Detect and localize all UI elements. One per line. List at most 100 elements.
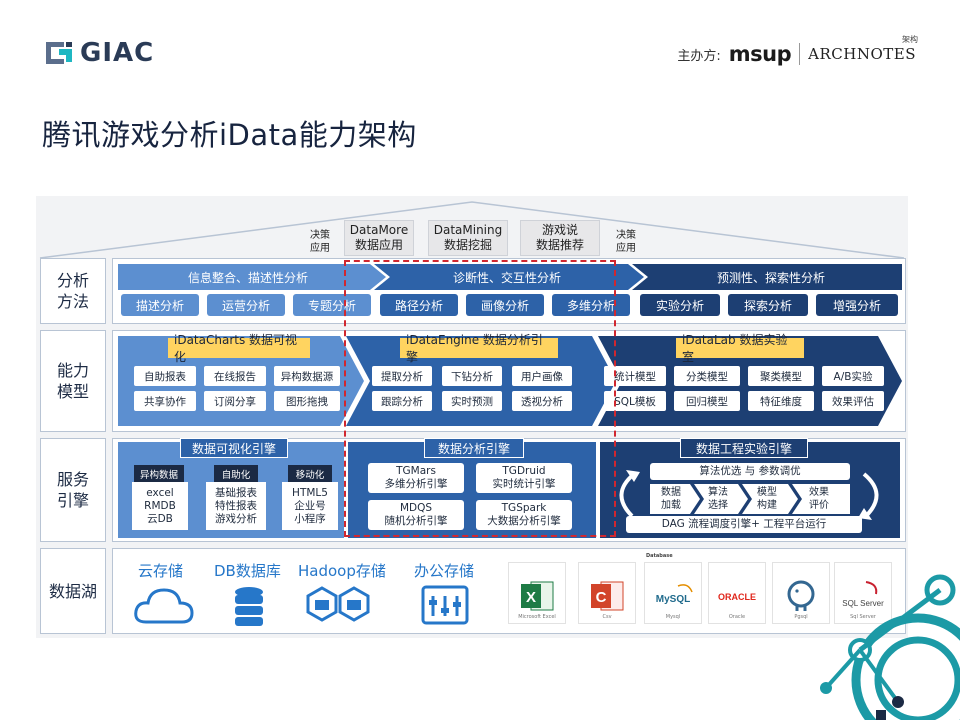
pill-descriptive-analysis: 描述分析 <box>121 294 199 316</box>
engine-viz-box: excel RMDB 云DB <box>132 482 188 530</box>
svg-text:ORACLE: ORACLE <box>718 592 756 602</box>
sponsor-prefix: 主办方: <box>677 48 721 64</box>
engine-analysis-item: TGMars 多维分析引擎 <box>368 463 464 493</box>
lake-store-office-label: 办公存储 <box>414 562 475 580</box>
engine-lab-cycle-arrows <box>619 470 879 520</box>
cap-chip: SQL模板 <box>604 391 666 411</box>
engine-item-desc: 大数据分析引擎 <box>487 515 561 527</box>
roof-box-datamore: DataMore 数据应用 <box>344 220 414 256</box>
db-header: Database <box>646 553 673 559</box>
mysql-icon: MySQL <box>656 584 693 605</box>
cap-chip: 聚类模型 <box>748 366 814 386</box>
engine-lab-steps-shapes <box>650 484 850 514</box>
engine-item-desc: 随机分析引擎 <box>384 515 448 527</box>
giac-logo-mark-icon <box>42 38 76 68</box>
engine-viz-title: 数据可视化引擎 <box>180 438 288 458</box>
msup-logo: msup <box>728 42 792 66</box>
decorative-network-graphic <box>820 574 960 720</box>
cap-chip: 特征维度 <box>748 391 814 411</box>
engine-lab-bottom-bar: DAG 流程调度引擎+ 工程平台运行 <box>626 516 862 533</box>
engine-item-name: MDQS <box>399 502 433 514</box>
cap-chip: 订阅分享 <box>204 391 266 411</box>
pill-operations-analysis: 运营分析 <box>207 294 285 316</box>
engine-lab-step: 模型 构建 <box>757 487 777 511</box>
engine-item-name: TGSpark <box>501 502 547 514</box>
db-caption: Mysql <box>665 614 681 620</box>
engine-item-name: TGMars <box>396 465 436 477</box>
engine-viz-tag: 自助化 <box>214 465 258 482</box>
svg-text:C: C <box>596 589 607 606</box>
cap-chip: 自助报表 <box>134 366 196 386</box>
svg-text:X: X <box>526 589 536 606</box>
cap-chip: 在线报告 <box>204 366 266 386</box>
pill-path-analysis: 路径分析 <box>380 294 458 316</box>
db-caption: Pgsql <box>794 614 808 620</box>
analysis-band-predictive: 预测性、探索性分析 <box>716 270 825 285</box>
db-tile-excel: X Microsoft Excel <box>508 562 566 624</box>
sql-server-icon: SQL Server <box>842 581 884 608</box>
analysis-bands-shapes <box>118 264 902 290</box>
roof-box-subtitle: 数据挖掘 <box>443 238 492 252</box>
engine-item-desc: 实时统计引擎 <box>492 478 556 490</box>
engine-item-name: TGDruid <box>502 465 546 477</box>
engine-item-desc: 多维分析引擎 <box>384 478 448 490</box>
roof-box-title: DataMore <box>349 223 409 237</box>
svg-text:SQL Server: SQL Server <box>842 599 884 608</box>
engine-analysis-item: TGDruid 实时统计引擎 <box>476 463 572 493</box>
cap-chip: 提取分析 <box>372 366 432 386</box>
row-label-lake: 数据湖 <box>40 548 106 634</box>
archnotes-text: ARCHNOTES <box>808 45 916 63</box>
db-tile-pgsql: Pgsql <box>772 562 830 624</box>
cap-chip: 回归模型 <box>674 391 740 411</box>
cap-chip: 用户画像 <box>512 366 572 386</box>
db-tile-oracle: ORACLE Oracle <box>708 562 766 624</box>
row-label-capability: 能力 模型 <box>40 330 106 432</box>
pill-multidim-analysis: 多维分析 <box>552 294 630 316</box>
analysis-band-diagnostic: 诊断性、交互性分析 <box>452 270 561 285</box>
engine-lab-step: 数据 加载 <box>661 487 681 511</box>
db-caption: Oracle <box>728 614 746 620</box>
roof-box-subtitle: 数据应用 <box>354 238 403 252</box>
oracle-icon: ORACLE <box>718 592 756 602</box>
roof-box-title: DataMining <box>433 223 503 237</box>
roof-box-datamining: DataMining 数据挖掘 <box>428 220 508 256</box>
row-label-analysis: 分析 方法 <box>40 258 106 324</box>
sponsor-block: 主办方: msup ARCHNOTES 架构 <box>677 35 918 68</box>
pill-experiment-analysis: 实验分析 <box>640 294 720 316</box>
highlight-dashed-region <box>344 260 616 537</box>
engine-lab-step: 算法 选择 <box>708 487 728 511</box>
cap-chip: 跟踪分析 <box>372 391 432 411</box>
capability-lab-title: iDataLab 数据实验室 <box>676 333 804 364</box>
lake-store-hadoop-label: Hadoop存储 <box>298 562 386 580</box>
pill-augmented-analysis: 增强分析 <box>816 294 898 316</box>
cap-chip: A/B实验 <box>822 366 884 386</box>
pill-topic-analysis: 专题分析 <box>293 294 371 316</box>
roof-box-title: 游戏说 <box>541 223 578 237</box>
roof-box-youxishuo: 游戏说 数据推荐 <box>520 220 600 256</box>
roof-outline <box>39 201 905 259</box>
analysis-band-descriptive: 信息整合、描述性分析 <box>187 270 308 285</box>
postgresql-elephant-icon <box>787 580 815 611</box>
engine-viz-tag: 移动化 <box>288 465 332 482</box>
lake-store-db-label: DB数据库 <box>214 562 281 580</box>
engine-analysis-item: MDQS 随机分析引擎 <box>368 500 464 530</box>
engine-viz-tag: 异构数据 <box>134 465 184 482</box>
cap-chip: 效果评估 <box>822 391 884 411</box>
pill-portrait-analysis: 画像分析 <box>466 294 544 316</box>
cap-chip: 图形拖拽 <box>274 391 340 411</box>
cap-chip: 透视分析 <box>512 391 572 411</box>
engine-viz-box: HTML5 企业号 小程序 <box>282 482 338 530</box>
engine-lab-step: 效果 评价 <box>809 487 829 511</box>
engine-analysis-item: TGSpark 大数据分析引擎 <box>476 500 572 530</box>
db-tile-sqlserver: SQL Server Sql Server <box>834 562 892 624</box>
db-caption: Csv <box>602 614 612 620</box>
pill-explore-analysis: 探索分析 <box>728 294 808 316</box>
db-caption: Sql Server <box>850 614 876 620</box>
lake-store-cloud-label: 云存储 <box>138 562 184 580</box>
engine-viz-box: 基础报表 特性报表 游戏分析 <box>206 482 266 530</box>
decision-label-right: 决策 应用 <box>616 230 636 254</box>
excel-icon: X <box>521 581 554 611</box>
hadoop-storage-icon <box>306 586 370 622</box>
engine-analysis-title: 数据分析引擎 <box>424 438 524 458</box>
engine-lab-title: 数据工程实验引擎 <box>680 438 808 458</box>
